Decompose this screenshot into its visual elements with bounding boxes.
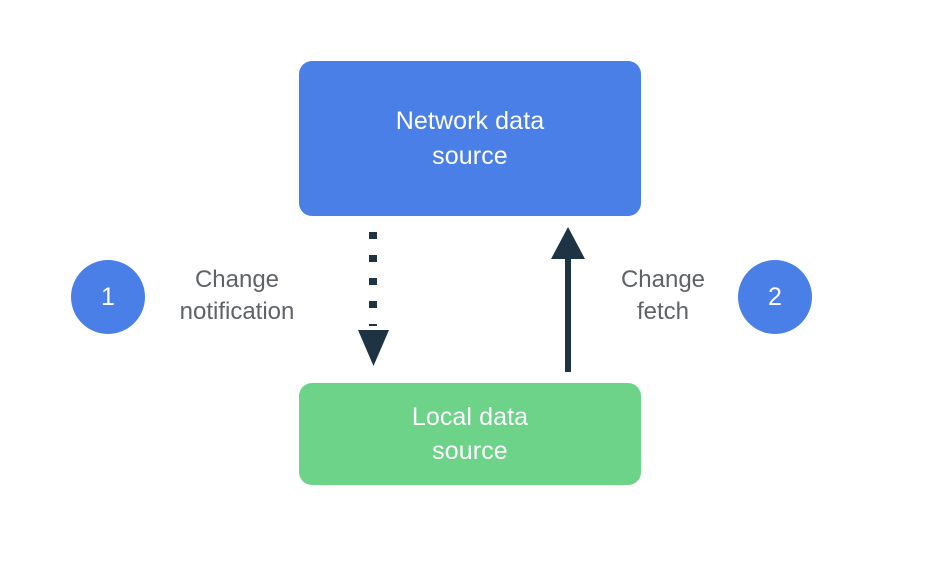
- arrow-change-notification-head-icon: [358, 330, 389, 366]
- arrow-change-fetch-head-icon: [551, 227, 585, 259]
- node-local-data-source[interactable]: Local data source: [299, 383, 641, 485]
- edge-label-change-fetch: Change fetch: [620, 266, 706, 325]
- edge-label-change-notification: Change notification: [179, 266, 295, 325]
- step-marker-2[interactable]: 2: [738, 260, 812, 334]
- arrow-change-notification: [358, 232, 389, 366]
- node-network-data-source-label: Network data source: [395, 107, 545, 170]
- arrow-change-fetch: [551, 227, 585, 372]
- step-marker-2-number: 2: [768, 282, 782, 311]
- step-marker-1[interactable]: 1: [71, 260, 145, 334]
- step-marker-1-number: 1: [101, 282, 115, 311]
- node-local-data-source-label: Local data source: [411, 402, 529, 466]
- node-network-data-source[interactable]: Network data source: [299, 61, 641, 216]
